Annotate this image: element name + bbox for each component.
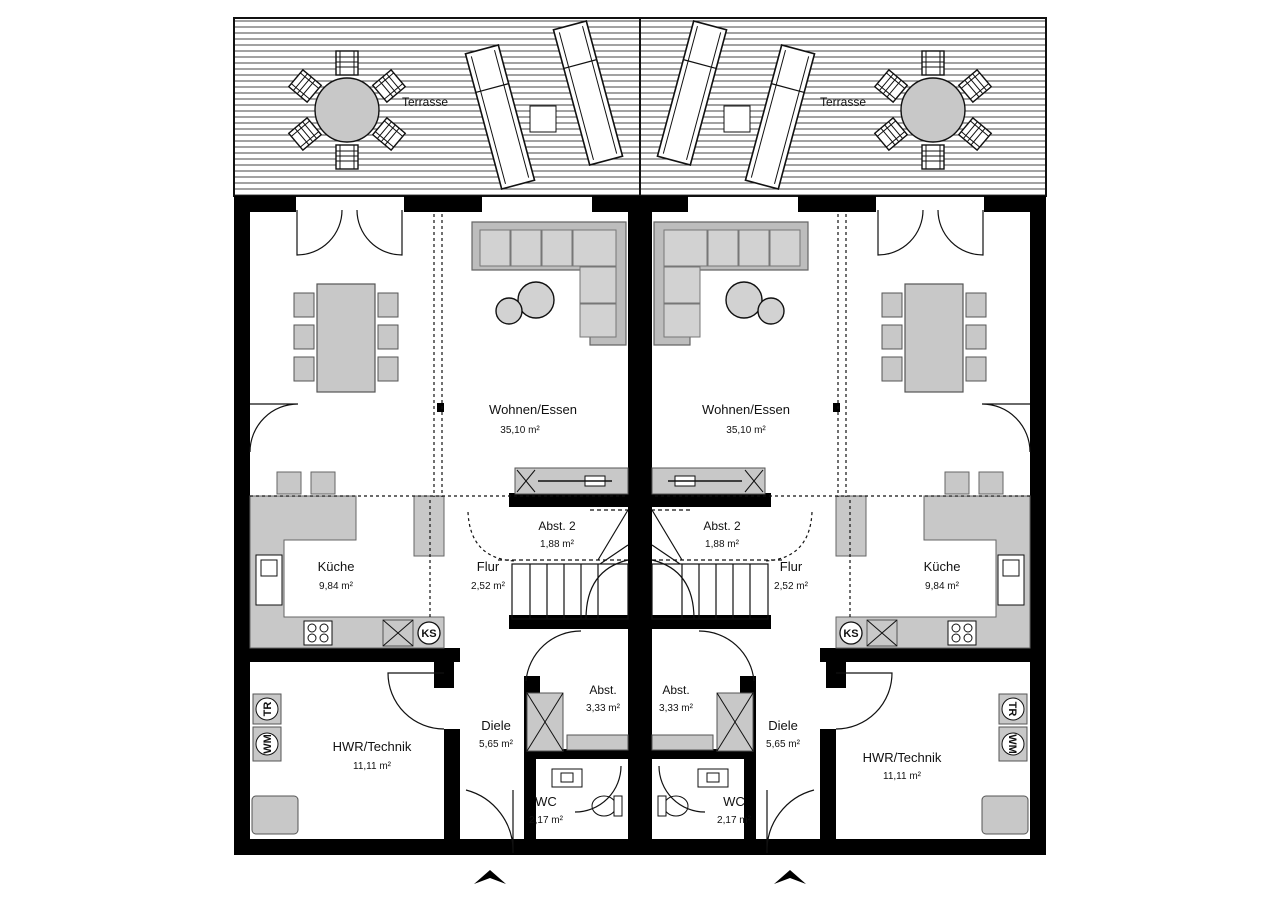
staircase xyxy=(467,509,629,620)
entry-name: Diele xyxy=(481,718,511,733)
storage2-name-right: Abst. 2 xyxy=(703,519,741,533)
terrace-furniture-left xyxy=(656,20,992,190)
kitchen-name: Küche xyxy=(318,559,355,574)
dryer-label-right: TR xyxy=(1006,702,1018,717)
living-area-right: 35,10 m² xyxy=(726,425,766,436)
fridge-label: KS xyxy=(421,628,436,640)
terrace-furniture-left xyxy=(288,20,624,190)
utility-area-right: 11,11 m² xyxy=(883,771,922,782)
living-area: 35,10 m² xyxy=(500,425,540,436)
hall-area: 2,52 m² xyxy=(471,581,506,592)
dryer-label: TR xyxy=(262,702,274,717)
living-name: Wohnen/Essen xyxy=(489,402,577,417)
fridge-label-right: KS xyxy=(843,628,858,640)
wc-name-right: WC xyxy=(723,794,745,809)
entrance-arrow-left xyxy=(474,870,506,884)
sideboard xyxy=(651,467,766,495)
kitchen-counter xyxy=(249,495,445,649)
dining-table xyxy=(881,283,987,393)
hall-name: Flur xyxy=(477,559,500,574)
utility-name: HWR/Technik xyxy=(333,739,412,754)
storage-area: 3,33 m² xyxy=(586,703,621,714)
kitchen-area: 9,84 m² xyxy=(319,581,354,592)
living-name-right: Wohnen/Essen xyxy=(702,402,790,417)
terrace-furniture-right xyxy=(656,20,992,190)
entry-area: 5,65 m² xyxy=(479,739,514,750)
storage2-area-right: 1,88 m² xyxy=(705,539,740,550)
walls xyxy=(234,196,1046,855)
entry-name-right: Diele xyxy=(768,718,798,733)
sofa xyxy=(471,221,627,346)
storage-area-right: 3,33 m² xyxy=(659,703,694,714)
staircase xyxy=(651,509,813,620)
unit-left xyxy=(249,209,629,854)
labels-right: Terrasse Wohnen/Essen 35,10 m² Küche 9,8… xyxy=(659,95,1018,826)
utility-area: 11,11 m² xyxy=(353,761,392,772)
storage2-name: Abst. 2 xyxy=(538,519,576,533)
storage-name: Abst. xyxy=(589,683,616,697)
doors xyxy=(249,209,628,854)
entrance-arrow-right xyxy=(774,870,806,884)
storage-name-right: Abst. xyxy=(662,683,689,697)
sideboard xyxy=(514,467,629,495)
washer-label-right: WM xyxy=(1006,734,1018,754)
sofa xyxy=(653,221,809,346)
dining-table xyxy=(293,283,399,393)
kitchen-name-right: Küche xyxy=(924,559,961,574)
unit-left xyxy=(651,209,1031,854)
doors xyxy=(652,209,1031,854)
wc-area: 2,17 m² xyxy=(529,815,564,826)
terrace-label: Terrasse xyxy=(402,95,448,109)
terrace-label-right: Terrasse xyxy=(820,95,866,109)
unit-right xyxy=(651,209,1031,854)
entry-area-right: 5,65 m² xyxy=(766,739,801,750)
hall-name-right: Flur xyxy=(780,559,803,574)
wc-area-right: 2,17 m² xyxy=(717,815,752,826)
kitchen-counter xyxy=(835,495,1031,649)
kitchen-area-right: 9,84 m² xyxy=(925,581,960,592)
wc-name: WC xyxy=(535,794,557,809)
washer-label: WM xyxy=(262,734,274,754)
hall-area-right: 2,52 m² xyxy=(774,581,809,592)
labels-left: Terrasse Wohnen/Essen 35,10 m² Küche 9,8… xyxy=(262,95,621,826)
utility-name-right: HWR/Technik xyxy=(863,750,942,765)
storage2-area: 1,88 m² xyxy=(540,539,575,550)
